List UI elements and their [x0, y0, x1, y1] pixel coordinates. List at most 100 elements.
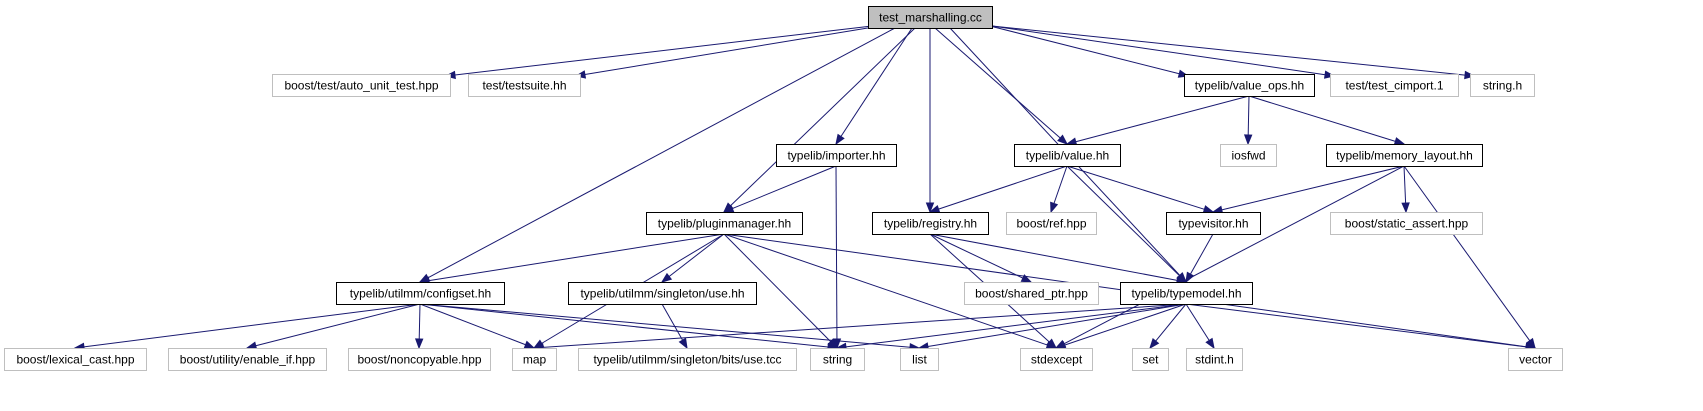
edge-configset-to-enable-if [255, 303, 421, 347]
node-label: stdexcept [1031, 353, 1083, 367]
node-label: boost/static_assert.hpp [1345, 217, 1469, 231]
node-box [578, 348, 797, 371]
edge-singleton-use-to-use-tcc [661, 303, 683, 341]
node-label: string [823, 353, 852, 367]
edge-importer-to-pluginmanager [732, 165, 837, 210]
node-label: string.h [1483, 79, 1522, 93]
node-test-marshalling[interactable]: test_marshalling.cc [868, 6, 993, 29]
node-typemodel[interactable]: typelib/typemodel.hh [1120, 282, 1253, 305]
node-label: typelib/utilmm/configset.hh [350, 287, 491, 301]
node-value-ops[interactable]: typelib/value_ops.hh [1184, 74, 1315, 97]
node-label: map [523, 353, 547, 367]
node-label: test_marshalling.cc [879, 11, 982, 25]
edge-typemodel-to-map [542, 303, 1187, 348]
node-box [900, 348, 939, 371]
node-box [168, 348, 327, 371]
arrowhead-singleton-use-to-use-tcc [678, 337, 688, 350]
edge-pluginmanager-to-string [723, 233, 832, 342]
edge-test-marshalling-to-pluginmanager [730, 27, 916, 207]
node-label: typelib/utilmm/singleton/use.hh [580, 287, 744, 301]
node-box [336, 282, 505, 305]
node-use-tcc: typelib/utilmm/singleton/bits/use.tcc [578, 348, 797, 371]
edge-test-marshalling-to-configset [427, 27, 896, 279]
arrowhead-test-marshalling-to-registry [925, 202, 935, 214]
node-box [468, 74, 581, 97]
edge-pluginmanager-to-singleton-use [668, 233, 725, 277]
edge-value-to-typemodel [1066, 165, 1180, 277]
node-box [1006, 212, 1097, 235]
arrowhead-pluginmanager-to-singleton-use [660, 272, 673, 283]
edge-memory-layout-to-stdexcept [1063, 165, 1405, 345]
edge-test-marshalling-to-testsuite [584, 25, 881, 76]
node-box [4, 348, 147, 371]
node-box [776, 144, 897, 167]
node-label: test/testsuite.hh [482, 79, 566, 93]
node-vector: vector [1508, 348, 1563, 371]
node-test-cimport: test/test_cimport.1 [1330, 74, 1459, 97]
node-boost-ref: boost/ref.hpp [1006, 212, 1097, 235]
arrowhead-value-to-typevisitor [1202, 205, 1215, 214]
node-box [1020, 348, 1093, 371]
edge-typemodel-to-string [845, 303, 1187, 348]
edge-configset-to-noncopyable [418, 303, 421, 340]
edge-test-marshalling-to-auto-unit-test [454, 25, 873, 76]
arrowhead-value-to-boost-ref [1050, 201, 1059, 214]
node-testsuite: test/testsuite.hh [468, 74, 581, 97]
arrowhead-test-marshalling-to-value [1057, 134, 1069, 145]
node-map: map [512, 348, 557, 371]
node-box [1014, 144, 1121, 167]
node-box [1508, 348, 1563, 371]
node-lexical-cast: boost/lexical_cast.hpp [4, 348, 147, 371]
edge-typemodel-to-vector [1185, 303, 1527, 348]
node-importer[interactable]: typelib/importer.hh [776, 144, 897, 167]
edge-test-marshalling-to-test-cimport [991, 25, 1326, 76]
arrowhead-test-marshalling-to-string-h [1464, 70, 1476, 80]
node-enable-if: boost/utility/enable_if.hpp [168, 348, 327, 371]
node-box [512, 348, 557, 371]
edge-importer-to-string [835, 165, 838, 340]
node-pluginmanager[interactable]: typelib/pluginmanager.hh [646, 212, 803, 235]
node-set: set [1132, 348, 1169, 371]
arrowhead-registry-to-shared-ptr [1020, 274, 1033, 283]
node-box [568, 282, 757, 305]
node-static-assert: boost/static_assert.hpp [1330, 212, 1483, 235]
node-string-h: string.h [1470, 74, 1535, 97]
node-label: boost/test/auto_unit_test.hpp [284, 79, 438, 93]
node-label: stdint.h [1195, 353, 1234, 367]
edge-configset-to-list [419, 303, 911, 348]
arrowhead-importer-to-pluginmanager [722, 204, 735, 213]
node-auto-unit-test: boost/test/auto_unit_test.hpp [272, 74, 451, 97]
node-label: vector [1519, 353, 1552, 367]
edge-test-marshalling-to-value-ops [989, 25, 1180, 75]
edge-value-to-boost-ref [1053, 165, 1068, 204]
node-box [348, 348, 491, 371]
node-box [1166, 212, 1261, 235]
node-label: list [912, 353, 927, 367]
node-string: string [810, 348, 865, 371]
node-registry[interactable]: typelib/registry.hh [872, 212, 989, 235]
node-box [1470, 74, 1535, 97]
node-box [810, 348, 865, 371]
node-label: typelib/value_ops.hh [1195, 79, 1304, 93]
arrowhead-value-ops-to-memory-layout [1393, 137, 1406, 146]
node-memory-layout[interactable]: typelib/memory_layout.hh [1326, 144, 1483, 167]
node-label: iosfwd [1231, 149, 1265, 163]
node-configset[interactable]: typelib/utilmm/configset.hh [336, 282, 505, 305]
node-singleton-use[interactable]: typelib/utilmm/singleton/use.hh [568, 282, 757, 305]
arrowhead-configset-to-noncopyable [414, 338, 424, 350]
node-stdexcept: stdexcept [1020, 348, 1093, 371]
node-noncopyable: boost/noncopyable.hpp [348, 348, 491, 371]
edge-typemodel-to-set [1155, 303, 1187, 342]
edge-typemodel-to-stdexcept [1064, 303, 1187, 346]
node-typevisitor[interactable]: typevisitor.hh [1166, 212, 1261, 235]
node-label: typelib/registry.hh [884, 217, 977, 231]
node-box [1184, 74, 1315, 97]
node-label: set [1142, 353, 1159, 367]
arrowhead-registry-to-stdexcept [1046, 338, 1058, 349]
node-label: typelib/utilmm/singleton/bits/use.tcc [593, 353, 781, 367]
node-box [1220, 144, 1277, 167]
edge-value-ops-to-memory-layout [1248, 95, 1396, 142]
node-value[interactable]: typelib/value.hh [1014, 144, 1121, 167]
node-label: typelib/pluginmanager.hh [658, 217, 791, 231]
